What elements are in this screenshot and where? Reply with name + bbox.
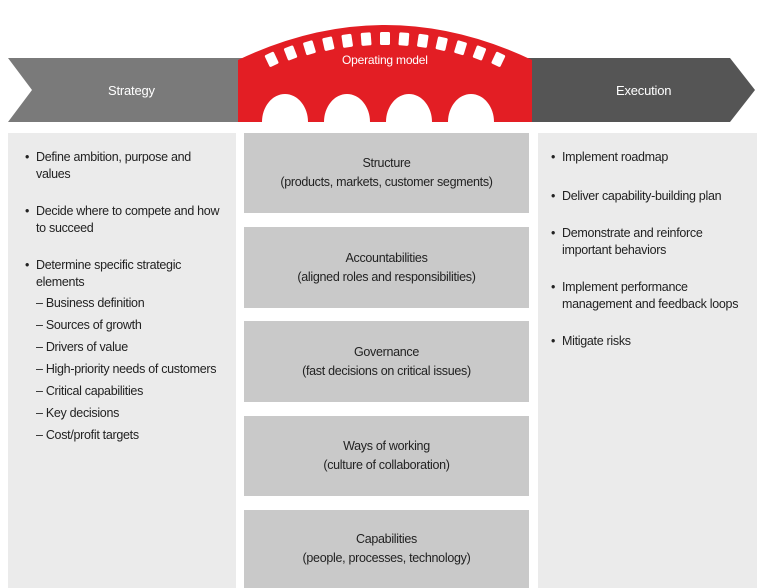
execution-bullet: Demonstrate and reinforce important beha…	[550, 225, 749, 259]
execution-bullet: Implement roadmap	[550, 149, 749, 166]
strategy-sub-item: – Business definition	[36, 296, 145, 310]
strategy-bullet: Decide where to compete and how to succe…	[24, 203, 226, 237]
bridge-railing-slot	[303, 40, 316, 56]
strategy-bullet-text: Define ambition, purpose and values	[36, 150, 191, 181]
box-subtitle: (products, markets, customer segments)	[280, 175, 493, 189]
bridge-railing-slot	[417, 33, 429, 48]
execution-bullet: Mitigate risks	[550, 333, 749, 350]
strategy-arrow	[8, 58, 270, 122]
bridge-icon	[238, 25, 532, 122]
bridge-railing-slot	[491, 51, 506, 67]
strategy-bullet-text: Determine specific strategic elements	[36, 258, 182, 289]
strategy-sub-item: – Key decisions	[36, 406, 120, 420]
bridge-railing-slot	[472, 45, 487, 61]
bridge-railing-slot	[380, 32, 390, 45]
box-subtitle: (people, processes, technology)	[302, 551, 471, 565]
box-title: Capabilities	[355, 532, 418, 546]
operating-model-box-capabilities: Capabilities (people, processes, technol…	[244, 510, 529, 588]
strategy-sub-item: – Drivers of value	[36, 340, 128, 354]
strategy-bullet: Determine specific strategic elements – …	[24, 257, 226, 446]
bridge-railing-slot	[322, 36, 335, 51]
strategy-sub-list: – Business definition – Sources of growt…	[36, 292, 226, 446]
operating-model-box-accountabilities: Accountabilities (aligned roles and resp…	[244, 227, 529, 308]
box-subtitle: (culture of collaboration)	[323, 458, 450, 472]
box-title: Structure	[362, 156, 411, 170]
bridge-railing-slot	[435, 36, 448, 51]
strategy-sub-item: – Sources of growth	[36, 318, 142, 332]
execution-bullet: Implement performance management and fee…	[550, 279, 749, 313]
box-subtitle: (aligned roles and responsibilities)	[297, 269, 476, 284]
bridge-railing-slot	[283, 45, 298, 61]
execution-label: Execution	[616, 83, 672, 98]
strategy-label: Strategy	[108, 83, 155, 98]
box-subtitle: (fast decisions on critical issues)	[302, 363, 471, 378]
bridge-railing-slot	[264, 51, 279, 67]
strategy-column: Define ambition, purpose and values Deci…	[8, 133, 236, 588]
bridge-railing-slot	[360, 32, 372, 46]
strategy-bullet: Define ambition, purpose and values	[24, 149, 226, 183]
operating-model-box-governance: Governance (fast decisions on critical i…	[244, 321, 529, 402]
bridge-railing-slot	[454, 40, 467, 56]
operating-model-label: Operating model	[342, 53, 428, 67]
execution-arrow	[510, 58, 755, 122]
strategy-sub-item: – Critical capabilities	[36, 384, 144, 398]
bridge-railing-slot	[341, 33, 353, 48]
header-graphic	[8, 25, 755, 122]
strategy-bullet-list: Define ambition, purpose and values Deci…	[24, 149, 226, 446]
box-title: Ways of working	[343, 439, 430, 453]
bridge-railing-slot	[398, 32, 410, 46]
strategy-sub-item: – Cost/profit targets	[36, 428, 139, 442]
box-title: Accountabilities	[345, 250, 428, 265]
operating-model-box-ways-of-working: Ways of working (culture of collaboratio…	[244, 416, 529, 496]
box-title: Governance	[353, 344, 420, 359]
strategy-sub-item: – High-priority needs of customers	[36, 362, 217, 376]
execution-bullet: Deliver capability-building plan	[550, 188, 749, 205]
execution-bullet-list: Implement roadmap Deliver capability-bui…	[550, 149, 749, 350]
operating-model-box-structure: Structure (products, markets, customer s…	[244, 133, 529, 213]
execution-column: Implement roadmap Deliver capability-bui…	[538, 133, 757, 588]
strategy-bullet-text: Decide where to compete and how to succe…	[36, 204, 220, 235]
